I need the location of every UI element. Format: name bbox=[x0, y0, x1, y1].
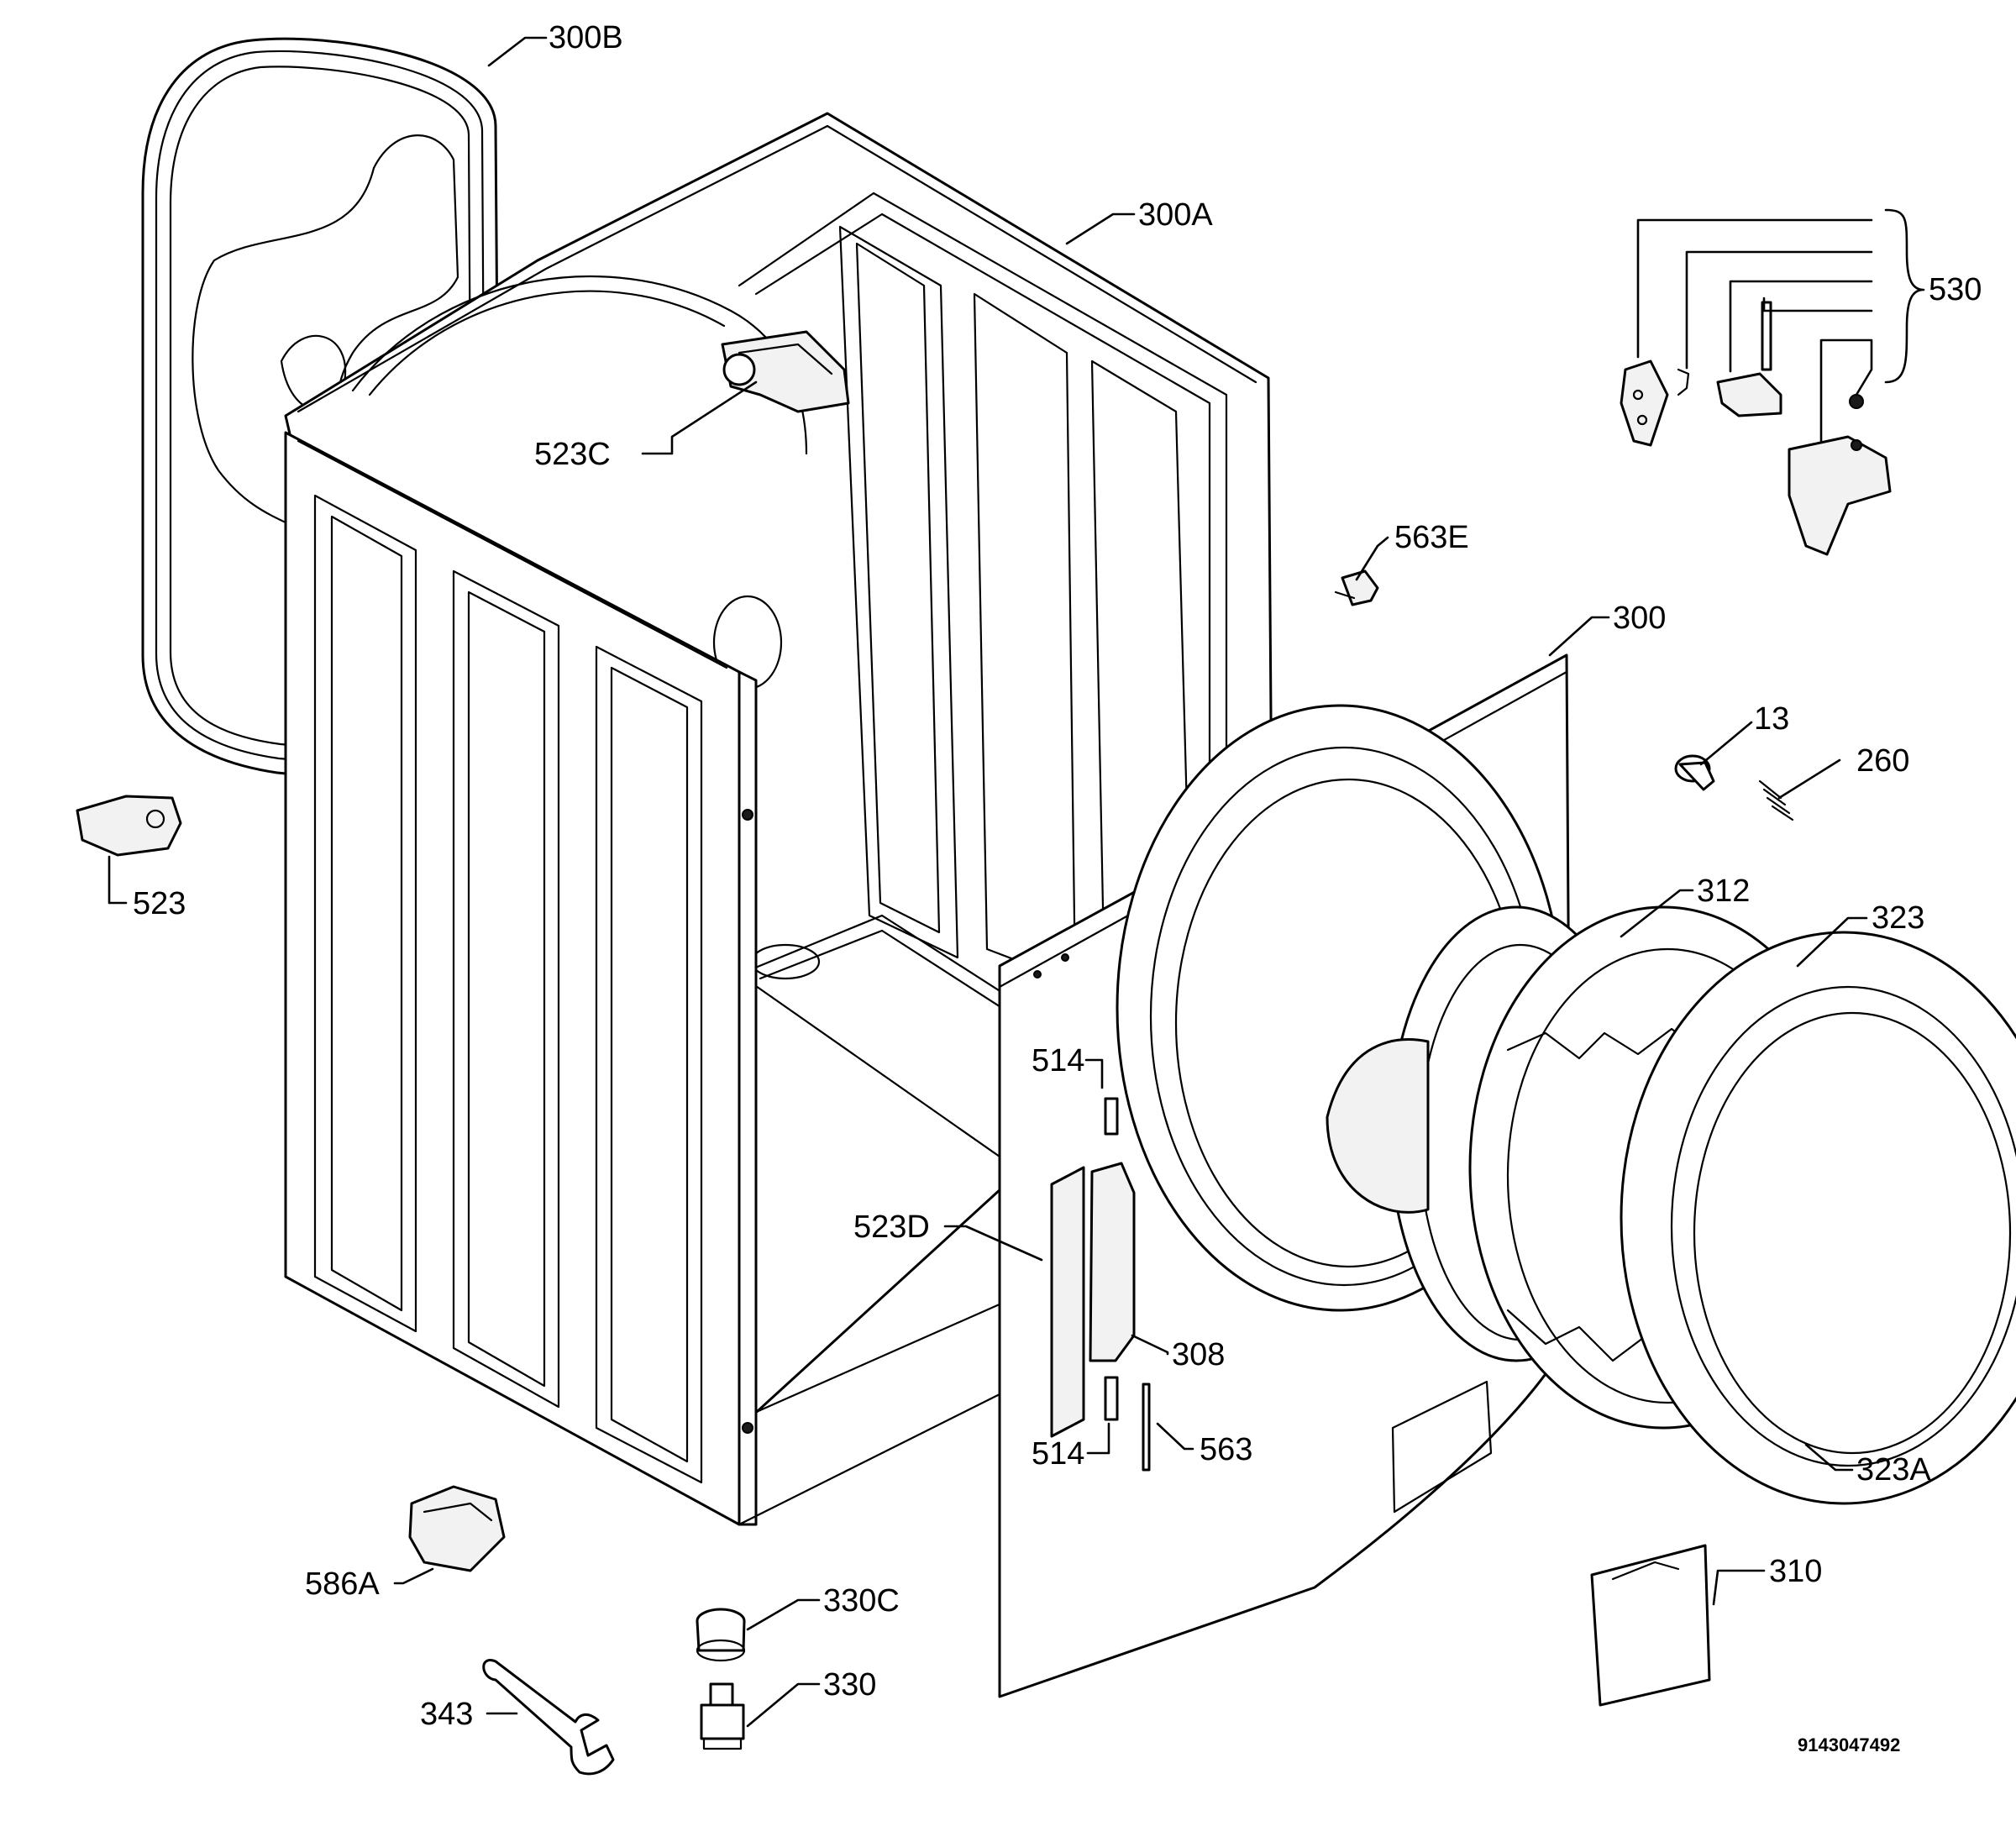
label-343: 343 bbox=[420, 1697, 473, 1732]
label-523C: 523C bbox=[534, 437, 611, 472]
label-300A: 300A bbox=[1138, 197, 1213, 233]
leader-523D bbox=[943, 1225, 1043, 1262]
part-300-front-panel bbox=[998, 653, 1572, 1698]
label-260: 260 bbox=[1856, 743, 1909, 779]
label-330: 330 bbox=[823, 1667, 876, 1703]
label-514-top: 514 bbox=[1032, 1043, 1084, 1078]
label-514-bottom: 514 bbox=[1032, 1436, 1084, 1472]
label-563: 563 bbox=[1200, 1432, 1252, 1467]
part-586A-mount bbox=[408, 1485, 506, 1572]
label-530: 530 bbox=[1929, 272, 1982, 307]
label-308: 308 bbox=[1172, 1337, 1225, 1372]
part-260-spring bbox=[1758, 779, 1794, 821]
leader-563 bbox=[1156, 1422, 1194, 1451]
document-number: 9143047492 bbox=[1798, 1734, 1900, 1755]
leader-323A bbox=[1804, 1443, 1854, 1472]
leader-563E bbox=[1355, 536, 1389, 581]
label-563E: 563E bbox=[1394, 520, 1469, 555]
label-13: 13 bbox=[1754, 701, 1789, 737]
label-523D: 523D bbox=[853, 1209, 930, 1245]
label-312: 312 bbox=[1697, 874, 1750, 909]
part-343-wrench bbox=[482, 1659, 615, 1776]
part-323A-outer-door-ring bbox=[1620, 931, 2016, 1505]
leader-310 bbox=[1712, 1569, 1766, 1606]
leader-312 bbox=[1620, 889, 1694, 938]
part-563E-switch bbox=[1334, 569, 1379, 606]
label-330C: 330C bbox=[823, 1583, 900, 1619]
label-323A: 323A bbox=[1856, 1452, 1931, 1488]
leader-260 bbox=[1777, 758, 1841, 800]
label-523: 523 bbox=[133, 886, 186, 921]
leader-586A bbox=[393, 1567, 434, 1585]
label-586A: 586A bbox=[305, 1566, 380, 1602]
leader-514a bbox=[1084, 1058, 1104, 1089]
label-310: 310 bbox=[1769, 1554, 1822, 1589]
leader-330C bbox=[746, 1598, 821, 1631]
leader-300 bbox=[1548, 616, 1610, 657]
label-323: 323 bbox=[1872, 900, 1924, 936]
part-530-hinge-kit bbox=[1620, 208, 1925, 556]
leader-300B bbox=[487, 36, 548, 67]
callout-labels: 300B 300A 530 523C 563E 300 13 260 523 3… bbox=[133, 20, 1982, 1732]
leader-523 bbox=[108, 855, 128, 905]
part-523-bracket bbox=[76, 795, 182, 857]
label-300B: 300B bbox=[549, 20, 623, 55]
leader-300A bbox=[1065, 213, 1136, 245]
leader-323 bbox=[1796, 916, 1868, 968]
leader-330 bbox=[746, 1682, 821, 1728]
label-300: 300 bbox=[1613, 601, 1666, 636]
part-310-filter-flap bbox=[1590, 1544, 1711, 1707]
callout-leader-lines bbox=[108, 36, 1868, 1728]
part-330C-cap bbox=[696, 1608, 746, 1662]
leader-13 bbox=[1699, 721, 1753, 766]
part-330-fitting bbox=[700, 1682, 745, 1750]
part-13-bushing bbox=[1674, 754, 1715, 791]
leader-523C bbox=[641, 380, 758, 455]
leader-514b bbox=[1086, 1422, 1110, 1455]
leader-308 bbox=[1131, 1334, 1169, 1356]
